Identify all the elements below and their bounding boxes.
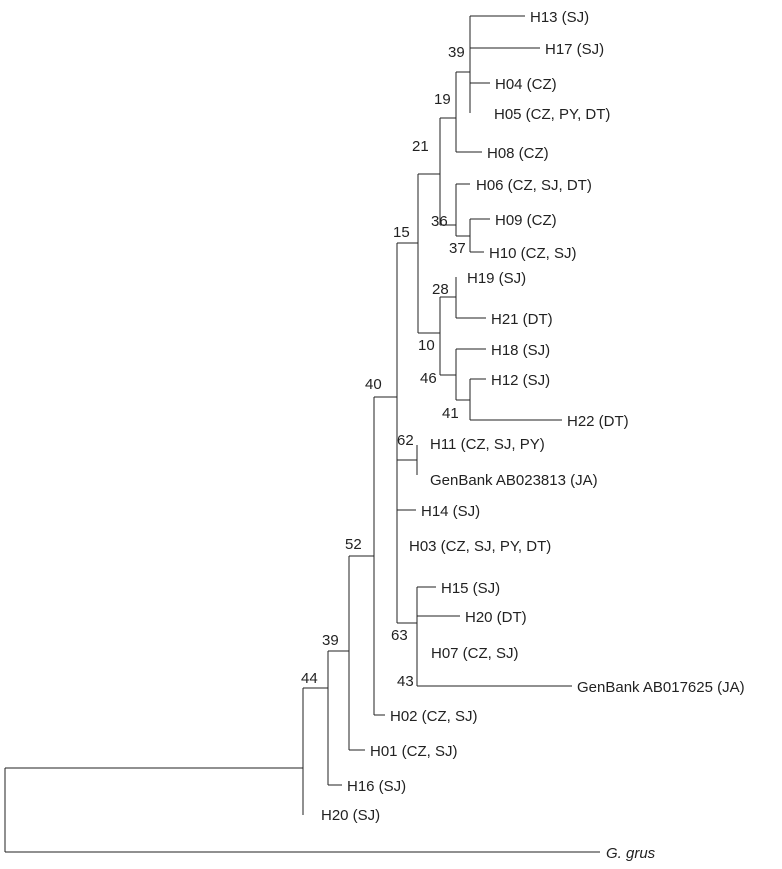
bootstrap-values: 39 19 21 36 37 15 28 10 46 41 40 62 52 6… <box>301 44 466 690</box>
taxon-label: H02 (CZ, SJ) <box>390 708 478 725</box>
bootstrap-value: 36 <box>431 213 448 230</box>
taxon-label: H19 (SJ) <box>467 270 526 287</box>
taxon-label: H21 (DT) <box>491 311 553 328</box>
taxon-label: H14 (SJ) <box>421 503 480 520</box>
taxon-label: H15 (SJ) <box>441 580 500 597</box>
bootstrap-value: 28 <box>432 281 449 298</box>
bootstrap-value: 46 <box>420 370 437 387</box>
bootstrap-value: 62 <box>397 432 414 449</box>
taxon-label: H11 (CZ, SJ, PY) <box>430 436 545 453</box>
tree-branches <box>4 15 600 853</box>
taxon-label: H16 (SJ) <box>347 778 406 795</box>
bootstrap-value: 43 <box>397 673 414 690</box>
taxon-label: H04 (CZ) <box>495 76 557 93</box>
bootstrap-value: 15 <box>393 224 410 241</box>
bootstrap-value: 19 <box>434 91 451 108</box>
taxon-labels: H13 (SJ) H17 (SJ) H04 (CZ) H05 (CZ, PY, … <box>321 9 745 862</box>
taxon-label: H13 (SJ) <box>530 9 589 26</box>
bootstrap-value: 44 <box>301 670 318 687</box>
bootstrap-value: 39 <box>448 44 465 61</box>
taxon-label: H05 (CZ, PY, DT) <box>494 106 610 123</box>
bootstrap-value: 63 <box>391 627 408 644</box>
taxon-label: H22 (DT) <box>567 413 629 430</box>
bootstrap-value: 52 <box>345 536 362 553</box>
taxon-label: H20 (SJ) <box>321 807 380 824</box>
taxon-label: H17 (SJ) <box>545 41 604 58</box>
taxon-label: H01 (CZ, SJ) <box>370 743 458 760</box>
bootstrap-value: 41 <box>442 405 459 422</box>
taxon-label: H09 (CZ) <box>495 212 557 229</box>
taxon-label: H07 (CZ, SJ) <box>431 645 519 662</box>
bootstrap-value: 10 <box>418 337 435 354</box>
taxon-label: H20 (DT) <box>465 609 527 626</box>
taxon-label: GenBank AB017625 (JA) <box>577 679 745 696</box>
taxon-label: H08 (CZ) <box>487 145 549 162</box>
taxon-label: H18 (SJ) <box>491 342 550 359</box>
bootstrap-value: 39 <box>322 632 339 649</box>
bootstrap-value: 21 <box>412 138 429 155</box>
taxon-label: H12 (SJ) <box>491 372 550 389</box>
taxon-label: H10 (CZ, SJ) <box>489 245 577 262</box>
bootstrap-value: 37 <box>449 240 466 257</box>
bootstrap-value: 40 <box>365 376 382 393</box>
taxon-label: H06 (CZ, SJ, DT) <box>476 177 592 194</box>
outgroup-label: G. grus <box>606 845 656 862</box>
taxon-label: H03 (CZ, SJ, PY, DT) <box>409 538 551 555</box>
taxon-label: GenBank AB023813 (JA) <box>430 472 598 489</box>
